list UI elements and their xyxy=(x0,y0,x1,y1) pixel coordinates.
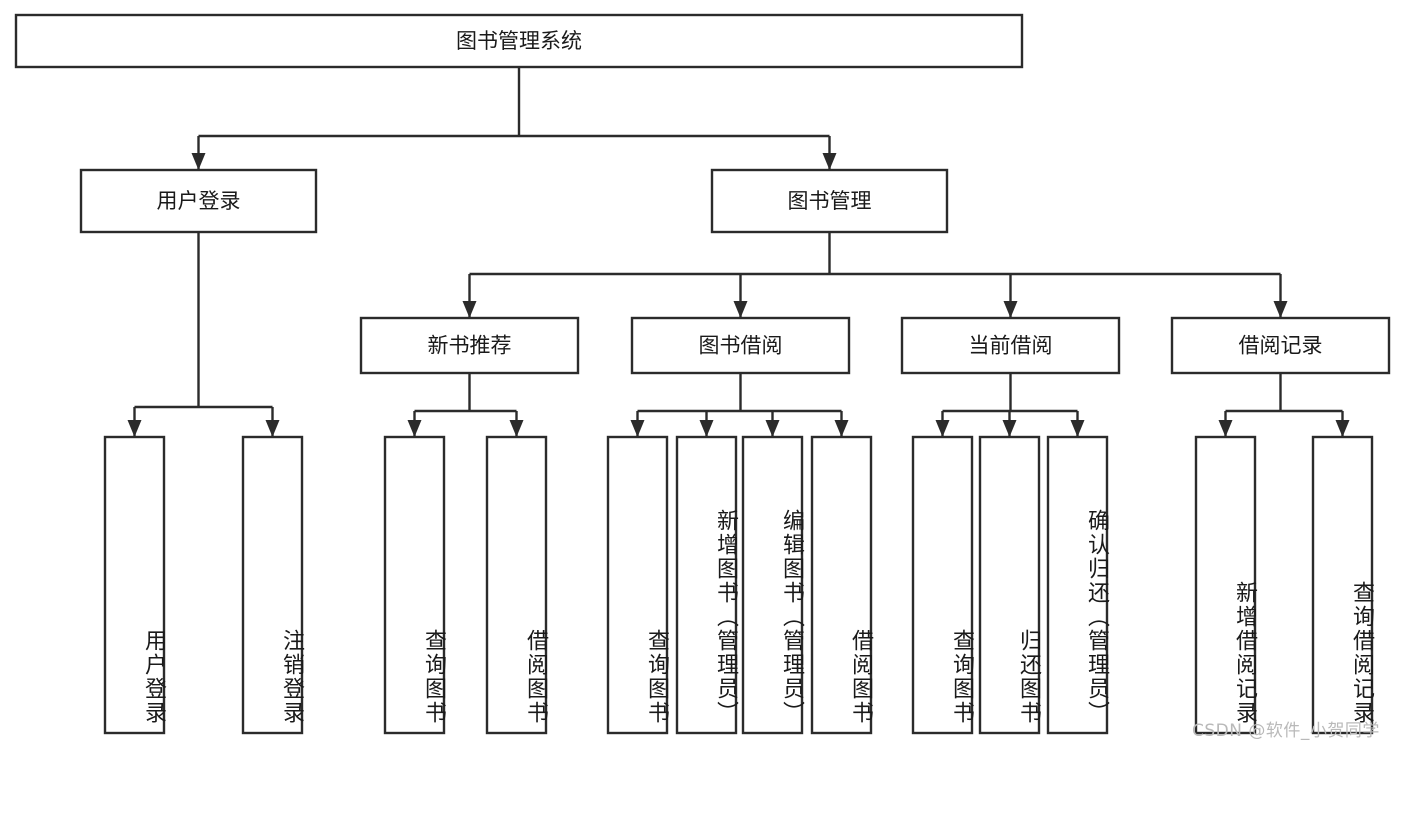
arrow-head-leaf-borrow-book-rec xyxy=(509,420,524,437)
node-label-current-borrow: 当前借阅 xyxy=(969,334,1053,358)
diagram-root: 图书管理系统用户登录图书管理新书推荐图书借阅当前借阅借阅记录 用户登录注销登录查… xyxy=(14,13,1391,741)
arrow-head-leaf-add-book xyxy=(699,420,714,437)
node-label-borrow-record: 借阅记录 xyxy=(1239,334,1323,358)
node-box-leaf-query-book-borrow[interactable] xyxy=(606,435,669,735)
node-box-layer xyxy=(14,13,1391,735)
node-box-leaf-user-login[interactable] xyxy=(103,435,166,735)
node-box-leaf-logout[interactable] xyxy=(241,435,304,735)
node-box-book-management[interactable] xyxy=(710,168,949,234)
arrow-head-leaf-query-record xyxy=(1335,420,1350,437)
arrow-head-leaf-query-book-borrow xyxy=(630,420,645,437)
arrow-head-leaf-query-book-current xyxy=(935,420,950,437)
node-box-leaf-add-book[interactable] xyxy=(675,435,738,735)
node-label-root: 图书管理系统 xyxy=(456,29,582,53)
arrow-head-user-login xyxy=(191,153,206,170)
arrow-head-leaf-add-record xyxy=(1218,420,1233,437)
arrow-head-leaf-query-book-rec xyxy=(407,420,422,437)
arrow-head-leaf-borrow-book xyxy=(834,420,849,437)
node-label-book-borrow: 图书借阅 xyxy=(699,334,783,358)
arrow-head-leaf-return-book xyxy=(1002,420,1017,437)
node-box-leaf-confirm-return[interactable] xyxy=(1046,435,1109,735)
node-box-current-borrow[interactable] xyxy=(900,316,1121,375)
node-box-book-borrow[interactable] xyxy=(630,316,851,375)
arrow-head-leaf-edit-book xyxy=(765,420,780,437)
arrow-head-book-borrow xyxy=(733,301,748,318)
arrow-head-new-book-recommend xyxy=(462,301,477,318)
node-box-leaf-query-book-rec[interactable] xyxy=(383,435,446,735)
node-label-book-management: 图书管理 xyxy=(788,189,872,213)
node-box-borrow-record[interactable] xyxy=(1170,316,1391,375)
node-box-leaf-query-book-current[interactable] xyxy=(911,435,974,735)
arrow-head-leaf-logout xyxy=(265,420,280,437)
node-label-user-login: 用户登录 xyxy=(157,189,241,213)
node-box-leaf-return-book[interactable] xyxy=(978,435,1041,735)
node-box-leaf-add-record[interactable] xyxy=(1194,435,1257,735)
node-box-leaf-borrow-book-rec[interactable] xyxy=(485,435,548,735)
arrow-head-current-borrow xyxy=(1003,301,1018,318)
node-box-user-login[interactable] xyxy=(79,168,318,234)
node-label-new-book-recommend: 新书推荐 xyxy=(428,334,512,358)
arrow-head-leaf-confirm-return xyxy=(1070,420,1085,437)
connector-layer xyxy=(127,67,1350,437)
node-box-new-book-recommend[interactable] xyxy=(359,316,580,375)
watermark-text: CSDN @软件_小贺同学 xyxy=(1192,721,1380,741)
node-box-root[interactable] xyxy=(14,13,1024,69)
node-box-leaf-borrow-book[interactable] xyxy=(810,435,873,735)
node-box-leaf-query-record[interactable] xyxy=(1311,435,1374,735)
node-box-leaf-edit-book[interactable] xyxy=(741,435,804,735)
arrow-head-book-management xyxy=(822,153,837,170)
arrow-head-leaf-user-login xyxy=(127,420,142,437)
arrow-head-borrow-record xyxy=(1273,301,1288,318)
